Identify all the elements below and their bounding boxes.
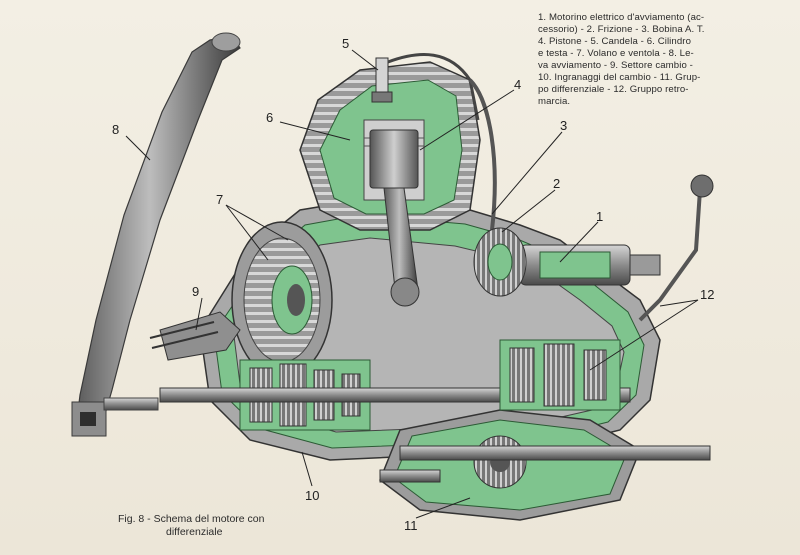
- callout-2: 2: [553, 176, 561, 191]
- callout-9: 9: [192, 284, 200, 299]
- legend-line: marcia.: [538, 96, 571, 107]
- callout-3: 3: [560, 118, 568, 133]
- legend-line: e testa - 7. Volano e ventola - 8. Le-: [538, 48, 694, 59]
- legend-line: po differenziale - 12. Gruppo retro-: [538, 84, 689, 95]
- clutch: [473, 227, 527, 297]
- electric-starter-motor: [519, 244, 661, 286]
- legend-text: 1. Motorino elettrico d'avviamento (ac- …: [538, 12, 788, 108]
- caption-line-1: Fig. 8 - Schema del motore con: [118, 513, 265, 525]
- callout-11: 11: [404, 518, 418, 533]
- reverse-gear-group: [499, 174, 714, 411]
- figure-caption: Fig. 8 - Schema del motore con differenz…: [118, 513, 328, 539]
- callout-leader-lines: [125, 49, 699, 519]
- callout-10: 10: [305, 488, 320, 503]
- legend-line: va avviamento - 9. Settore cambio -: [538, 60, 693, 71]
- spark-plug: [371, 53, 480, 121]
- callout-1: 1: [596, 209, 604, 224]
- caption-line-2: differenziale: [166, 526, 223, 538]
- legend-line: 4. Pistone - 5. Candela - 6. Cilindro: [538, 36, 692, 47]
- legend-line: 10. Ingranaggi del cambio - 11. Grup-: [538, 72, 701, 83]
- legend-line: 1. Motorino elettrico d'avviamento (ac-: [538, 12, 705, 23]
- flywheel-and-fan: [231, 221, 333, 379]
- legend-line: cessorio) - 2. Frizione - 3. Bobina A. T…: [538, 24, 705, 35]
- callout-7: 7: [216, 192, 224, 207]
- callout-4: 4: [514, 77, 522, 92]
- piston-and-rod: [369, 129, 420, 307]
- gear-selector-sector: [149, 311, 241, 361]
- ht-coil-cable: [468, 78, 497, 231]
- callout-5: 5: [342, 36, 350, 51]
- differential-group: [379, 409, 711, 521]
- callout-8: 8: [112, 122, 120, 137]
- callout-12: 12: [700, 287, 715, 302]
- kickstart-lever: [71, 32, 241, 437]
- callout-6: 6: [266, 110, 274, 125]
